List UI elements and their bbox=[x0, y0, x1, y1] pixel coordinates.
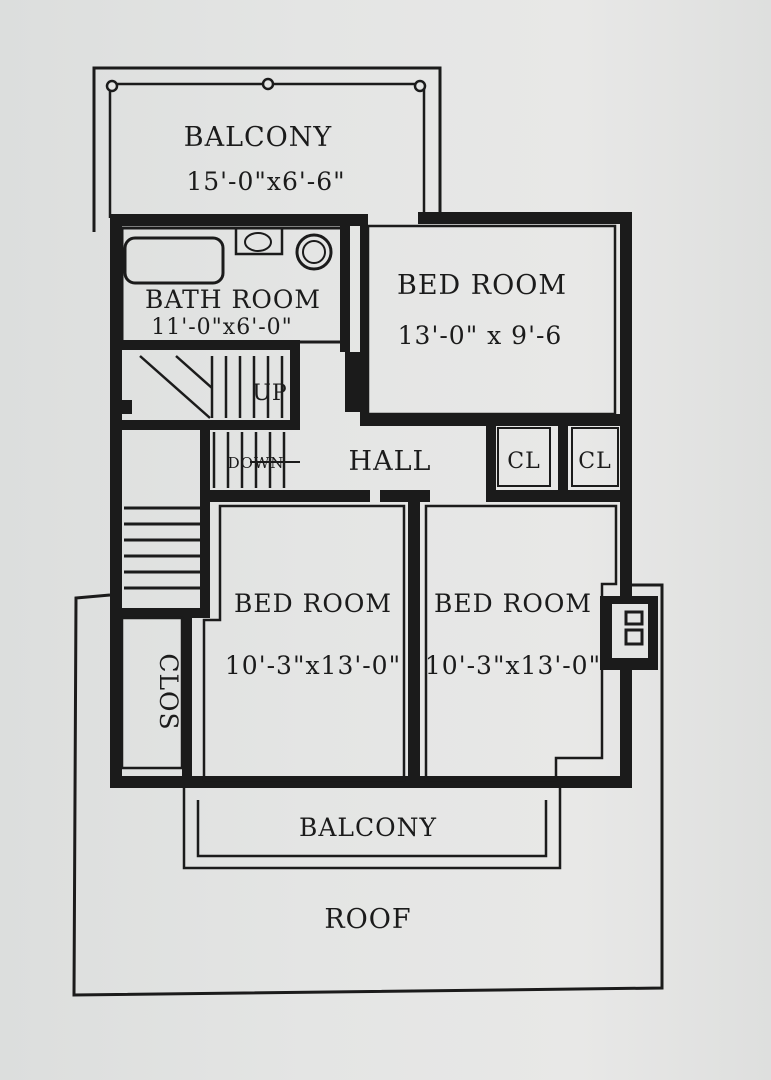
hall-name: HALL bbox=[349, 446, 432, 477]
lower-bedroom-inner bbox=[202, 504, 618, 782]
stair-treads-west bbox=[124, 506, 200, 590]
bed-ne-name: BED ROOM bbox=[397, 270, 567, 301]
bath-east-wall bbox=[340, 222, 350, 352]
roof-name: ROOF bbox=[324, 904, 411, 935]
lower-bedroom-walls bbox=[122, 490, 430, 786]
bed-sw-dims: 10'-3"x13'-0" bbox=[225, 651, 401, 680]
closet-west-name: CLOS bbox=[154, 653, 183, 730]
balcony-bottom-outline bbox=[182, 788, 562, 870]
closet-west-walls bbox=[120, 616, 192, 778]
closet-walls bbox=[486, 414, 622, 502]
stair-up-label: UP bbox=[252, 381, 287, 406]
stair-down-label: DOWN bbox=[228, 454, 285, 472]
balcony-top-name: BALCONY bbox=[184, 122, 333, 153]
balcony-top-outline bbox=[92, 66, 442, 232]
balcony-bottom-name: BALCONY bbox=[299, 813, 437, 842]
bath-bottom-wall bbox=[110, 340, 300, 350]
closet-2-name: CL bbox=[578, 449, 611, 474]
roof-outline bbox=[72, 583, 664, 997]
bed-sw-name: BED ROOM bbox=[234, 589, 392, 618]
balcony-top-dims: 15'-0"x6'-6" bbox=[186, 167, 345, 196]
bed-se-name: BED ROOM bbox=[434, 589, 592, 618]
bed-ne-walls bbox=[345, 214, 620, 426]
bath-name: BATH ROOM bbox=[145, 285, 321, 314]
stair-treads-upper bbox=[139, 355, 284, 419]
chimney bbox=[600, 596, 658, 670]
closet-1-name: CL bbox=[507, 449, 540, 474]
bed-se-dims: 10'-3"x13'-0" bbox=[425, 651, 601, 680]
stair-walls bbox=[122, 350, 300, 608]
bath-dims: 11'-0"x6'-0" bbox=[151, 315, 293, 340]
stair-treads-down bbox=[212, 432, 286, 488]
bed-ne-dims: 13'-0" x 9'-6 bbox=[398, 321, 563, 350]
